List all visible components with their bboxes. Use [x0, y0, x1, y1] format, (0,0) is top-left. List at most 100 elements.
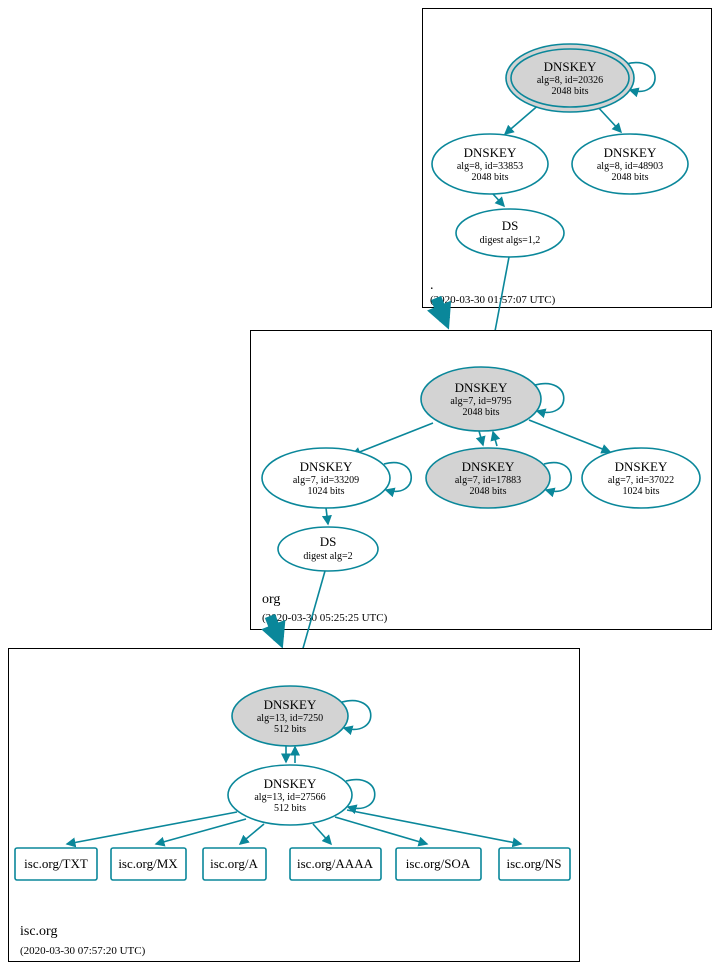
- org-key-37022-node: DNSKEY alg=7, id=37022 1024 bits: [581, 447, 701, 509]
- org-zsk-title: DNSKEY: [300, 459, 353, 474]
- isc-ksk-detail: alg=13, id=7250: [257, 713, 323, 724]
- isc-rrset-ns: isc.org/NS: [498, 847, 571, 881]
- edge-isc-zsk-to-soa: [334, 816, 429, 847]
- zone-label-root: .: [430, 278, 434, 293]
- org-ksk-ellipse: [420, 366, 542, 432]
- isc-zsk-bits: 512 bits: [274, 803, 306, 814]
- edge-org-ksk-to-zsk: [350, 422, 434, 457]
- root-zsk-detail: alg=8, id=33853: [457, 161, 523, 172]
- root-key-48903-bits: 2048 bits: [612, 172, 649, 183]
- org-ksk-title: DNSKEY: [455, 380, 508, 395]
- self-loop-org-ksk: [534, 382, 565, 419]
- edge-org-ksk-to-key-17883: [475, 430, 486, 447]
- org-zsk-bits: 1024 bits: [308, 486, 345, 497]
- org-ksk-detail: alg=7, id=9795: [450, 396, 511, 407]
- self-loop-org-key-17883: [543, 461, 572, 498]
- zone-label-isc: isc.org: [20, 924, 57, 939]
- zone-label-org: org: [262, 592, 280, 607]
- org-key-37022-bits: 1024 bits: [623, 486, 660, 497]
- root-ksk-outer-ellipse: [505, 43, 635, 113]
- isc-rrset-aaaa: isc.org/AAAA: [289, 847, 382, 881]
- org-key-17883-detail: alg=7, id=17883: [455, 475, 521, 486]
- isc-rrset-txt-label: isc.org/TXT: [24, 856, 88, 871]
- isc-rrset-soa-box: [395, 847, 482, 881]
- isc-ksk-ellipse: [231, 685, 349, 747]
- org-key-17883-node: DNSKEY alg=7, id=17883 2048 bits: [425, 447, 551, 509]
- root-ds-title: DS: [502, 218, 519, 233]
- isc-ksk-bits: 512 bits: [274, 724, 306, 735]
- zone-org: DNSKEY alg=7, id=9795 2048 bits DNSKEY a…: [250, 330, 712, 630]
- root-ksk-inner-ellipse: [510, 48, 630, 108]
- org-key-17883-title: DNSKEY: [462, 459, 515, 474]
- isc-zsk-node: DNSKEY alg=13, id=27566 512 bits: [227, 764, 353, 826]
- zone-timestamp-root: (2020-03-30 01:57:07 UTC): [430, 294, 556, 306]
- isc-rrset-a: isc.org/A: [202, 847, 267, 881]
- org-ds-detail: digest alg=2: [303, 551, 352, 562]
- isc-zsk-ellipse: [227, 764, 353, 826]
- org-zsk-detail: alg=7, id=33209: [293, 475, 359, 486]
- org-key-37022-detail: alg=7, id=37022: [608, 475, 674, 486]
- org-key-17883-ellipse: [425, 447, 551, 509]
- isc-rrset-ns-label: isc.org/NS: [506, 856, 561, 871]
- org-ksk-bits: 2048 bits: [463, 407, 500, 418]
- edge-isc-zsk-to-aaaa: [312, 823, 333, 846]
- root-zsk-bits: 2048 bits: [472, 172, 509, 183]
- edge-isc-zsk-to-a: [238, 823, 265, 845]
- isc-rrset-soa-label: isc.org/SOA: [406, 856, 471, 871]
- isc-rrset-txt-box: [14, 847, 98, 881]
- org-zsk-node: DNSKEY alg=7, id=33209 1024 bits: [261, 447, 391, 509]
- root-ksk-detail: alg=8, id=20326: [537, 75, 603, 86]
- zone-timestamp-org: (2020-03-30 05:25:25 UTC): [262, 612, 388, 624]
- isc-rrset-mx-box: [110, 847, 187, 881]
- zone-timestamp-isc: (2020-03-30 07:57:20 UTC): [20, 945, 146, 957]
- edge-org-ksk-to-key-37022: [528, 419, 612, 454]
- edge-root-ksk-to-zsk: [503, 102, 542, 135]
- isc-zsk-detail: alg=13, id=27566: [254, 792, 325, 803]
- isc-rrset-a-box: [202, 847, 267, 881]
- root-zsk-node: DNSKEY alg=8, id=33853 2048 bits: [431, 133, 549, 195]
- root-zsk-ellipse: [431, 133, 549, 195]
- isc-ksk-title: DNSKEY: [264, 697, 317, 712]
- org-zsk-ellipse: [261, 447, 391, 509]
- edge-root-zsk-to-ds: [492, 193, 506, 208]
- root-ds-detail: digest algs=1,2: [480, 235, 541, 246]
- zone-isc: DNSKEY alg=13, id=7250 512 bits DNSKEY a…: [8, 648, 580, 962]
- isc-rrset-a-label: isc.org/A: [210, 856, 258, 871]
- edge-isc-zsk-to-ns: [346, 809, 523, 848]
- edge-isc-zsk-to-mx: [154, 818, 247, 847]
- org-ds-title: DS: [320, 534, 337, 549]
- zone-root: DNSKEY alg=8, id=20326 2048 bits DNSKEY …: [422, 8, 712, 308]
- delegation-arrow-root-to-org: [427, 295, 452, 330]
- root-key-48903-ellipse: [571, 133, 689, 195]
- isc-rrset-mx-label: isc.org/MX: [118, 856, 178, 871]
- root-ds-node: DS digest algs=1,2: [455, 208, 565, 258]
- isc-ksk-node: DNSKEY alg=13, id=7250 512 bits: [231, 685, 349, 747]
- self-loop-isc-ksk: [341, 699, 372, 736]
- self-loop-root-ksk: [625, 61, 656, 98]
- org-ksk-node: DNSKEY alg=7, id=9795 2048 bits: [420, 366, 542, 432]
- root-ds-ellipse: [455, 208, 565, 258]
- isc-rrset-aaaa-box: [289, 847, 382, 881]
- org-key-37022-title: DNSKEY: [615, 459, 668, 474]
- isc-rrset-txt: isc.org/TXT: [14, 847, 98, 881]
- root-key-48903-title: DNSKEY: [604, 145, 657, 160]
- delegation-arrow-org-to-isc: [261, 613, 286, 649]
- root-trust-anchor-node: DNSKEY alg=8, id=20326 2048 bits: [505, 43, 635, 113]
- org-ds-ellipse: [277, 526, 379, 572]
- self-loop-org-zsk: [383, 461, 412, 498]
- edge-root-ksk-to-key3: [595, 104, 623, 134]
- isc-rrset-ns-box: [498, 847, 571, 881]
- root-key-48903-detail: alg=8, id=48903: [597, 161, 663, 172]
- edge-isc-zsk-to-txt: [65, 811, 238, 848]
- root-key-48903-node: DNSKEY alg=8, id=48903 2048 bits: [571, 133, 689, 195]
- self-loop-isc-zsk: [345, 778, 376, 815]
- org-ds-node: DS digest alg=2: [277, 526, 379, 572]
- isc-rrset-mx: isc.org/MX: [110, 847, 187, 881]
- isc-zsk-title: DNSKEY: [264, 776, 317, 791]
- edge-org-zsk-to-ds: [321, 507, 332, 526]
- org-key-17883-bits: 2048 bits: [470, 486, 507, 497]
- root-ksk-bits: 2048 bits: [552, 86, 589, 97]
- org-key-37022-ellipse: [581, 447, 701, 509]
